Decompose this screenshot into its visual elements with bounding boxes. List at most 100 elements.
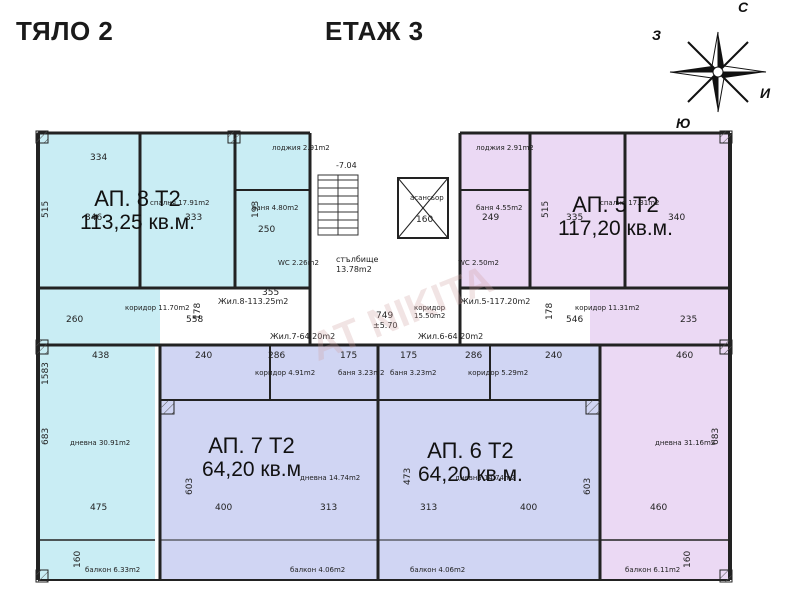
floor-title: ЕТАЖ 3 [325,16,424,46]
dim: 460 [650,503,667,513]
dim: 473 [403,468,413,485]
dim: 1583 [41,362,51,385]
room-corridor-6: коридор 5.29m2 [468,369,528,377]
dim: 460 [676,351,693,361]
room-balcony-5: балкон 6.11m2 [625,566,680,574]
room-corridor-7: коридор 4.91m2 [255,369,315,377]
zh8-label: Жил.8-113.25m2 [218,297,288,306]
zh7-label: Жил.7-64.20m2 [270,332,335,341]
room-living-8: дневна 30.91m2 [70,439,130,447]
dim: 240 [195,351,212,361]
room-loggia-5: лоджия 2.91m2 [476,144,534,152]
dim: 438 [92,351,109,361]
zh5-label: Жил.5-117.20m2 [460,297,530,306]
column [719,339,733,355]
dim: 235 [680,315,697,325]
dim: 193 [251,201,261,218]
dim: 250 [258,225,275,235]
zh6-label: Жил.6-64.20m2 [418,332,483,341]
room-balcony-7: балкон 4.06m2 [290,566,345,574]
compass-rose [669,31,767,113]
dim: 400 [520,503,537,513]
corridor-label: коридор [414,304,446,312]
apartment-6-name: АП. 6 Т2 [427,438,514,463]
apartment-5-name: АП. 5 Т2 [572,192,659,217]
room-balcony-6: балкон 4.06m2 [410,566,465,574]
dim: 475 [90,503,107,513]
apartment-8-label: АП. 8 Т2 113,25 кв.м. [80,186,195,235]
column [159,399,175,415]
apartment-7-label: АП. 7 Т2 64,20 кв.м [202,433,301,482]
room-bath-8: баня 4.80m2 [252,204,298,212]
stair-area: 13.78m2 [336,265,372,274]
compass-east: И [760,85,771,101]
dim: 178 [193,303,203,320]
room-bed-5: спалня 17.31m2 [600,199,660,207]
dim: 546 [566,315,583,325]
dim: 340 [668,213,685,223]
dim: 400 [215,503,232,513]
dim: 558 [186,315,203,325]
room-wc-5: WC 2.50m2 [458,259,499,267]
building-title: ТЯЛО 2 [16,16,114,46]
apartment-5-area-text: 117,20 кв.м. [558,217,673,241]
dim-749: 749 [376,311,393,321]
level-mark: ±5.70 [373,321,398,330]
room-bath-7: баня 3.23m2 [338,369,384,377]
dim: 313 [320,503,337,513]
column [719,130,733,144]
stair-label: стълбище [336,255,378,264]
dim: 603 [583,478,593,495]
dim: 346 [85,213,102,223]
apartment-7-name: АП. 7 Т2 [208,433,295,458]
apartment-6-area-text: 64,20 кв.м. [418,463,523,487]
dim: 515 [541,201,551,218]
dim: 260 [66,315,83,325]
dim: 683 [41,428,51,445]
room-living-5: дневна 31.16m2 [655,439,715,447]
dim: 515 [41,201,51,218]
room-wc-8: WC 2.26m2 [278,259,319,267]
apartment-5-area [460,133,730,580]
compass-south: Ю [676,115,691,131]
stair [317,174,359,236]
room-living-7: дневна 14.74m2 [300,474,360,482]
column [227,130,241,144]
room-bed-8: спалня 17.91m2 [150,199,210,207]
room-corridor-5: коридор 11.31m2 [575,304,640,312]
dim: 160 [683,551,693,568]
room-bath-5: баня 4.55m2 [476,204,522,212]
apartment-7-area [160,345,378,580]
dim: 240 [545,351,562,361]
elevator-label: асансьор [410,194,444,202]
column [35,339,49,355]
dim: 603 [185,478,195,495]
column [35,569,49,583]
compass-west: З [652,27,661,43]
dim: 249 [482,213,499,223]
dim: 313 [420,503,437,513]
apartment-6-label: АП. 6 Т2 64,20 кв.м. [418,438,523,487]
corridor-area: 15.50m2 [414,312,445,320]
column [719,569,733,583]
dim: 355 [262,288,279,298]
apartment-6-area [378,345,600,580]
apartment-7-area-text: 64,20 кв.м [202,458,302,482]
column [35,130,49,144]
room-bath-6: баня 3.23m2 [390,369,436,377]
apartment-8-area [38,133,310,580]
dim: 335 [566,213,583,223]
column [585,399,601,415]
room-living-6: дневна 14.74m2 [455,474,515,482]
level-mark-2: -7.04 [336,161,357,170]
dim-160: 160 [416,215,433,225]
dim: 286 [465,351,482,361]
dim: 178 [545,303,555,320]
dim: 175 [340,351,357,361]
room-balcony-8: балкон 6.33m2 [85,566,140,574]
dim: 175 [400,351,417,361]
room-loggia-8: лоджия 2.91m2 [272,144,330,152]
dim: 333 [185,213,202,223]
compass-north: С [738,0,749,15]
